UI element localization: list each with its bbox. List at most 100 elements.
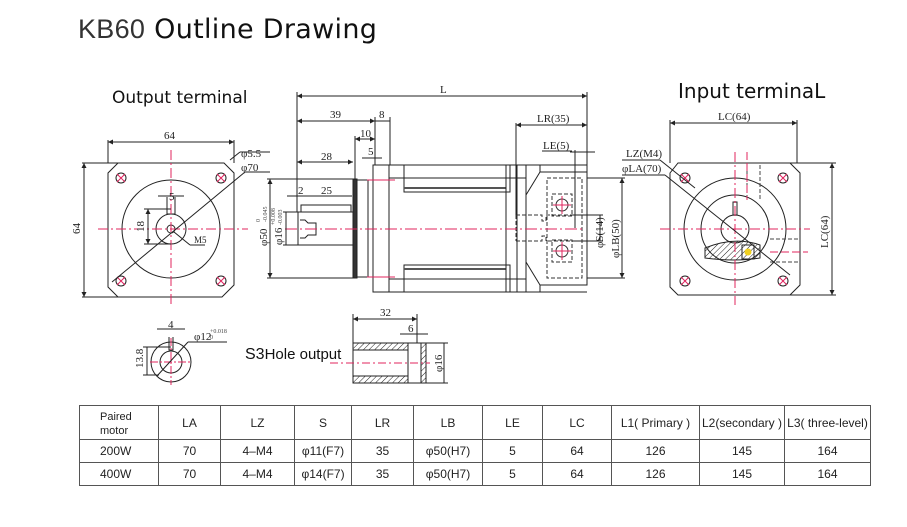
- output-terminal-label: Output terminal: [112, 88, 248, 108]
- header-cell: LZ: [220, 405, 295, 440]
- dim-keyway-tol-upper: +0.018: [210, 329, 227, 335]
- input-terminal-view: LC(64) LC(64) LZ(M4) φLA(70): [622, 111, 836, 305]
- side-view: L 39 8 10 28 5 2 25 φ50 0 -0.045 φ16 +0.…: [256, 84, 625, 293]
- outline-drawing: 64 64 φ5.5 φ70 5 18 M5: [71, 84, 836, 385]
- table-cell: φ50(H7): [413, 462, 483, 486]
- table-cell: 145: [699, 462, 785, 486]
- dim-side-s: φS(14): [594, 217, 606, 248]
- svg-text:φ50: φ50: [258, 228, 270, 246]
- header-cell: L1( Primary ): [611, 405, 700, 440]
- dim-side-28: 28: [321, 151, 333, 163]
- svg-text:+0.008: +0.008: [271, 208, 277, 225]
- bolt-hole-icon: [679, 172, 691, 184]
- dim-s3-dia: φ16: [433, 354, 445, 372]
- dim-output-width: 64: [164, 130, 176, 142]
- bolt-hole-icon: [777, 275, 789, 287]
- dim-side-le: LE(5): [543, 140, 570, 152]
- svg-text:0: 0: [256, 219, 262, 222]
- table-cell: 200W: [79, 439, 159, 463]
- dim-side-10: 10: [360, 128, 372, 140]
- bolt-hole-icon: [215, 275, 227, 287]
- dim-output-key-width: 5: [169, 191, 175, 203]
- dim-keyway-height: 13.8: [134, 348, 146, 368]
- bolt-hole-icon: [679, 275, 691, 287]
- header-cell: LB: [413, 405, 483, 440]
- dim-side-overall: L: [440, 84, 447, 96]
- table-cell: 145: [699, 439, 785, 463]
- table-cell: φ11(F7): [294, 439, 352, 463]
- dim-side-2: 2: [298, 185, 304, 197]
- header-cell: L2(secondary ): [699, 405, 785, 440]
- input-bolt-hole-icons: [679, 172, 789, 287]
- dim-keyway-tol-lower: 0: [210, 335, 213, 341]
- table-cell: 164: [784, 462, 871, 486]
- dim-input-lc-width: LC(64): [718, 111, 751, 123]
- bolt-hole-icon: [777, 172, 789, 184]
- output-flange-outline: [107, 162, 235, 298]
- input-terminal-label: Input terminaL: [678, 79, 826, 103]
- table-row: 400W 70 4–M4 φ14(F7) 35 φ50(H7) 5 64 126…: [79, 462, 871, 486]
- input-clamp-section: [704, 240, 761, 261]
- header-cell: LR: [351, 405, 414, 440]
- table-cell: 70: [158, 439, 221, 463]
- dim-side-lr: LR(35): [537, 113, 570, 125]
- s3-hole-output-label: S3Hole output: [245, 346, 341, 364]
- table-cell: 4–M4: [220, 439, 295, 463]
- table-row: 200W 70 4–M4 φ11(F7) 35 φ50(H7) 5 64 126…: [79, 439, 871, 463]
- dim-side-39: 39: [330, 109, 342, 121]
- table-cell: φ14(F7): [294, 462, 352, 486]
- dim-output-pcd: φ70: [241, 162, 259, 174]
- header-cell: LA: [158, 405, 221, 440]
- dim-side-8: 8: [379, 109, 385, 121]
- bolt-hole-icon: [115, 172, 127, 184]
- output-terminal-view: 64 64 φ5.5 φ70 5 18 M5: [71, 130, 270, 305]
- table-cell: 126: [611, 462, 700, 486]
- table-cell: 35: [351, 439, 414, 463]
- model-name: KB60: [78, 14, 146, 44]
- dim-s3-length: 32: [380, 307, 391, 319]
- dim-input-lc-height: LC(64): [819, 215, 831, 248]
- keyway-detail-view: 4 13.8 φ12 +0.018 0: [134, 319, 227, 385]
- dim-output-key-height: 18: [135, 221, 147, 233]
- s3-prefix: S3: [245, 346, 265, 363]
- dim-input-la: φLA(70): [622, 163, 662, 175]
- dim-side-shaft: φ16 +0.008 -0.003: [271, 208, 285, 245]
- table-cell: 70: [158, 462, 221, 486]
- svg-text:-0.045: -0.045: [263, 207, 269, 223]
- table-cell: 4–M4: [220, 462, 295, 486]
- dim-input-lz: LZ(M4): [626, 148, 662, 160]
- table-cell: 400W: [79, 462, 159, 486]
- dim-output-thread: M5: [194, 235, 207, 245]
- dim-side-25: 25: [321, 185, 333, 197]
- dim-side-lb: φLB(50): [610, 219, 622, 258]
- header-cell: L3( three-level): [784, 405, 871, 440]
- header-cell: LE: [482, 405, 543, 440]
- dim-side-pilot: φ50 0 -0.045: [256, 207, 270, 247]
- table-cell: 164: [784, 439, 871, 463]
- svg-text:φ16: φ16: [273, 227, 285, 245]
- table-cell: 64: [542, 462, 612, 486]
- dim-s3-depth: 6: [408, 323, 414, 335]
- bolt-hole-icon: [115, 275, 127, 287]
- dim-output-height: 64: [71, 223, 83, 235]
- table-cell: 126: [611, 439, 700, 463]
- s3-text: Hole output: [264, 346, 342, 363]
- table-cell: φ50(H7): [413, 439, 483, 463]
- bolt-hole-icons: [115, 172, 227, 287]
- svg-text:-0.003: -0.003: [278, 210, 284, 226]
- dim-keyway-dia: φ12: [194, 331, 211, 343]
- bolt-hole-icon: [215, 172, 227, 184]
- header-cell: S: [294, 405, 352, 440]
- dim-keyway-width: 4: [168, 319, 174, 331]
- table-cell: 5: [482, 439, 543, 463]
- s3-hole-output-view: 32 6 φ16: [330, 307, 448, 384]
- table-cell: 64: [542, 439, 612, 463]
- table-cell: 5: [482, 462, 543, 486]
- dim-side-5: 5: [368, 146, 374, 158]
- page-title: KB60 Outline Drawing: [78, 14, 377, 45]
- dim-output-hole: φ5.5: [241, 148, 262, 160]
- table-cell: 35: [351, 462, 414, 486]
